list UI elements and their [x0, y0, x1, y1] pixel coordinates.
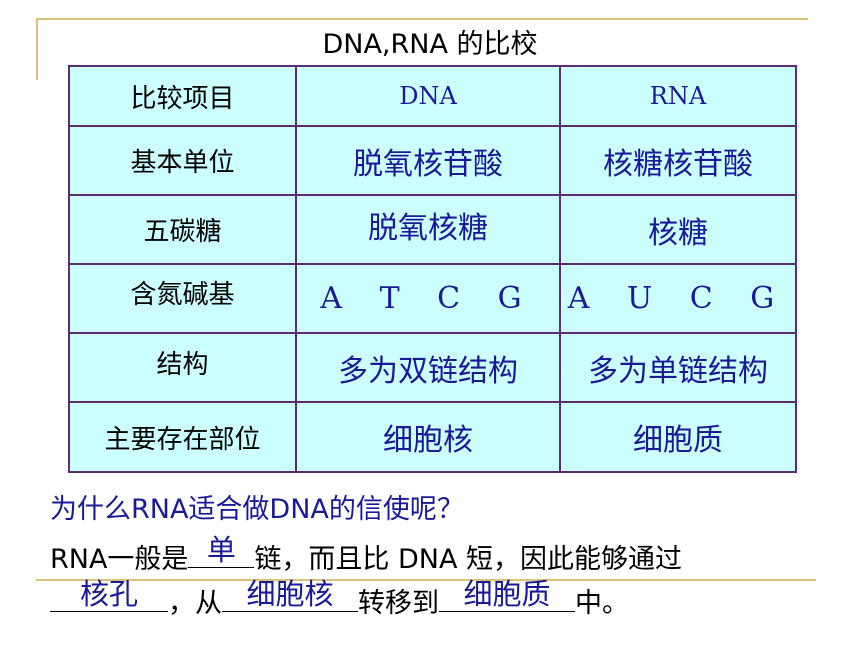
row-label-cell: 五碳糖 [68, 194, 297, 265]
table-row: 基本单位 脱氧核苷酸 核糖核苷酸 [68, 125, 797, 196]
rna-value-cell: 多为单链结构 [559, 332, 797, 403]
answer-1: 单 [206, 533, 236, 567]
sentence-part-3: ，从 [168, 588, 222, 619]
rna-bases-cell: A U C G [559, 263, 797, 334]
answer-blank-4: 细胞质 [439, 580, 575, 612]
answer-blank-1: 单 [188, 536, 255, 568]
header-label-cell: 比较项目 [68, 65, 297, 127]
row-label-cell: 含氮碱基 [68, 263, 297, 334]
dna-value-cell: 脱氧核糖 [295, 194, 561, 265]
dna-value-cell: 多为双链结构 [295, 332, 561, 403]
comparison-table: 比较项目 DNA RNA 基本单位 脱氧核苷酸 核糖核苷酸 五碳糖 脱氧核糖 核… [68, 65, 797, 473]
sentence-line-1: RNA一般是单链，而且比 DNA 短，因此能够通过 [50, 536, 683, 576]
decor-line-top [36, 18, 808, 20]
table-header-row: 比较项目 DNA RNA [68, 65, 797, 127]
dna-value-cell: 细胞核 [295, 401, 561, 473]
rna-value-cell: 核糖 [559, 194, 797, 265]
dna-value-cell: 脱氧核苷酸 [295, 125, 561, 196]
row-label-cell: 基本单位 [68, 125, 297, 196]
table-row: 结构 多为双链结构 多为单链结构 [68, 332, 797, 403]
sentence-part-1: RNA一般是 [50, 544, 189, 575]
page-title: DNA,RNA 的比校 [322, 29, 538, 60]
row-label-cell: 主要存在部位 [68, 401, 297, 473]
decor-line-bottom [36, 579, 816, 581]
sentence-part-5: 中。 [575, 588, 629, 619]
rna-value-cell: 核糖核苷酸 [559, 125, 797, 196]
answer-4: 细胞质 [463, 577, 551, 611]
dna-bases-cell: A T C G [295, 263, 561, 334]
header-dna-cell: DNA [295, 65, 561, 127]
decor-line-left [36, 18, 38, 80]
answer-blank-3: 细胞核 [222, 580, 358, 612]
question-text: 为什么RNA适合做DNA的信使呢？ [50, 494, 464, 525]
table-row: 含氮碱基 A T C G A U C G [68, 263, 797, 334]
header-rna-cell: RNA [559, 65, 797, 127]
row-label-cell: 结构 [68, 332, 297, 403]
table-row: 主要存在部位 细胞核 细胞质 [68, 401, 797, 473]
answer-blank-2: 核孔 [50, 580, 168, 612]
table-row: 五碳糖 脱氧核糖 核糖 [68, 194, 797, 265]
answer-2: 核孔 [79, 577, 138, 611]
sentence-part-4: 转移到 [358, 588, 439, 619]
sentence-line-2: 核孔 ，从细胞核转移到细胞质中。 [50, 580, 629, 620]
sentence-part-2: 链，而且比 DNA 短，因此能够通过 [254, 544, 683, 575]
answer-3: 细胞核 [246, 577, 334, 611]
rna-value-cell: 细胞质 [559, 401, 797, 473]
